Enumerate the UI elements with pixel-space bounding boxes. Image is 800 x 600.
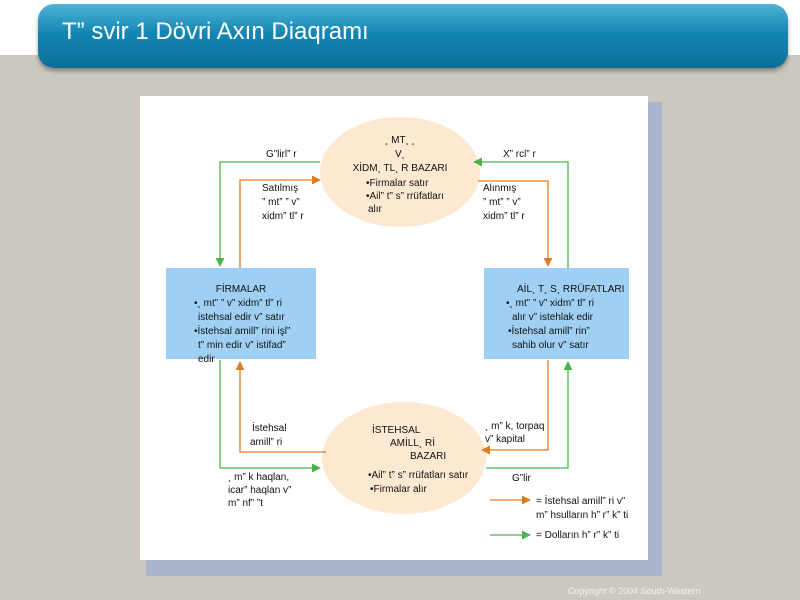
wages-label-3: m” nf” ”t (228, 498, 263, 509)
factor-market-bullet-1: •Ail” t” s” rrüfatları satır (368, 470, 469, 481)
households-line-4: sahib olur v” satır (512, 340, 589, 351)
slide-title: T” svir 1 Dövri Axın Diaqramı (62, 18, 369, 45)
copyright: Copyright © 2004 South-Western (568, 586, 701, 596)
revenue-label: G”lirl” r (266, 149, 297, 160)
factors-label-1: İstehsal (252, 423, 287, 434)
goods-market-title-1: ¸ MT¸ ¸ (385, 135, 415, 146)
wages-label-1: ¸ m” k haqlan, (228, 472, 290, 483)
households-line-1: •¸ mt” ” v” xidm” tl” ri (506, 298, 594, 309)
factors-label-2: amill” ri (250, 437, 283, 448)
firms-line-5: edir (198, 354, 215, 365)
firms-line-2: istehsal edir v” satır (198, 312, 285, 323)
goods-sold-label-1: Satılmış (262, 183, 299, 194)
spending-label: X” rcl” r (503, 149, 536, 160)
labor-land-capital-label-2: v” kapital (485, 434, 526, 445)
firms-line-3: •İstehsal amill” rini işl” (194, 326, 291, 337)
income-label: G”lir (512, 473, 531, 484)
labor-land-capital-arrow (481, 360, 549, 455)
factors-of-production-arrow (235, 361, 326, 453)
goods-bought-label-1: Alınmış (483, 183, 517, 194)
title-bar: T” svir 1 Dövri Axın Diaqramı (38, 4, 788, 68)
goods-market-ellipse (320, 117, 480, 227)
factor-market-title-1: İSTEHSAL (372, 425, 421, 436)
wages-rent-profit-arrow (219, 360, 321, 473)
households-title: AİL¸ T¸ S¸ RRÜFATLARI (517, 284, 625, 295)
firms-line-1: •¸ mt” ” v” xidm” tl” ri (194, 298, 282, 309)
firms-line-4: t” min edir v” istifad” (198, 340, 286, 351)
firms-box (166, 268, 316, 359)
wages-label-2: icar” haqlan v” (228, 485, 292, 496)
factor-market-bullet-2: •Firmalar alır (370, 484, 427, 495)
households-line-2: alır v” istehlak edir (512, 312, 594, 323)
goods-bought-label-2: ” mt” ” v” (483, 197, 521, 208)
factor-market-ellipse (322, 402, 486, 514)
goods-sold-arrow (239, 175, 321, 268)
legend-money: = Dolların h” r” k” ti (536, 530, 620, 541)
legend-resources-1: = İstehsal amill” ri v” (536, 496, 626, 507)
legend-resources-2: m” hsulların h” r” k” ti (536, 510, 629, 521)
revenue-arrow (215, 161, 320, 267)
goods-sold-label-2: ” mt” ” v” (262, 197, 300, 208)
firms-title: FİRMALAR (215, 284, 267, 295)
goods-market-title-2: V¸ (395, 149, 405, 160)
households-line-3: •İstehsal amill” rin” (508, 326, 590, 337)
goods-market-bullet-2: •Ail” t” s” rrüfatları (366, 191, 444, 202)
spending-arrow (473, 157, 569, 268)
goods-bought-label-3: xidm” tl” r (483, 211, 525, 222)
goods-market-bullet-3: alır (368, 204, 382, 215)
income-arrow (486, 361, 573, 469)
labor-land-capital-label-1: ¸ m” k, torpaq (485, 421, 545, 432)
goods-sold-label-3: xidm” tl” r (262, 211, 304, 222)
goods-bought-arrow (478, 180, 553, 267)
goods-market-title-3: XİDM¸ TL¸ R BAZARI (352, 163, 448, 174)
factor-market-title-3: BAZARI (410, 451, 447, 462)
factor-market-title-2: AMİLL¸ Rİ (390, 438, 436, 449)
goods-market-bullet-1: •Firmalar satır (366, 178, 429, 189)
households-box (484, 268, 629, 359)
